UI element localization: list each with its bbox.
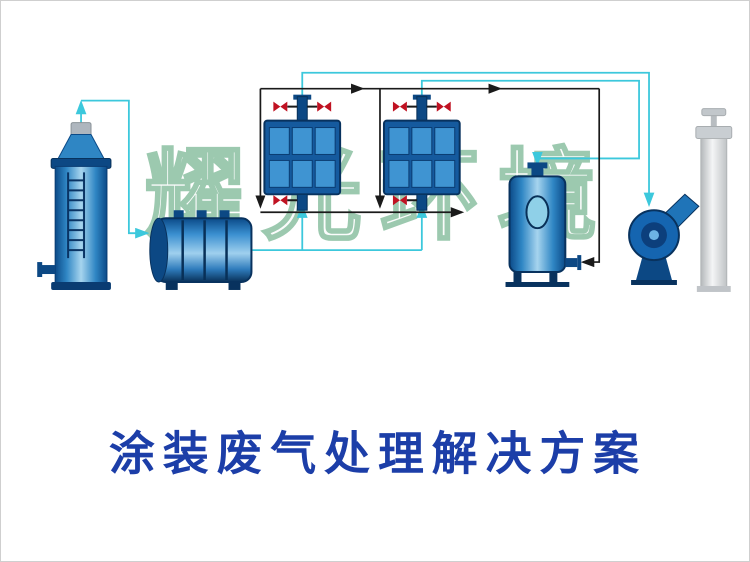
tank-tab [173,210,184,221]
tank-tab [219,210,230,221]
valve-stubs [287,105,318,202]
vtank-nozzle [531,166,544,179]
tank-tab [196,210,207,221]
fan-pedestal [636,258,672,281]
pipe-lines [255,83,601,268]
scrubber-tower-icon [37,122,112,290]
pipe-line [580,88,601,268]
tank-foot [228,281,241,290]
valve-icon [392,101,407,112]
vtank-foot [513,272,522,282]
chimney-body [700,138,728,289]
vertical-tank-icon [505,162,582,287]
page-title: 涂装废气处理解决方案 [109,428,647,479]
chimney-cap [695,126,733,140]
tower-ladder [67,172,86,259]
valves [273,101,332,206]
flow-lines [75,71,655,252]
tank-end-cap [149,217,169,283]
tower-base [51,281,111,290]
chimney-pole [710,114,717,129]
vtank-base [505,281,570,287]
tank-foot [165,281,178,290]
valve-stubs [406,105,437,202]
valve-icon [317,101,332,112]
vtank-side-pipe [565,258,578,268]
box-top-pipe [416,96,428,124]
fan-hub-center [649,230,659,241]
vtank-foot [549,272,558,282]
box-panels [268,127,336,188]
box-bottom-pipe [296,193,308,211]
adsorption-box-icon [382,94,461,211]
valve-icon [436,101,451,112]
tower-flare [56,134,106,161]
flow-line [301,71,655,207]
tank-dividers [181,220,228,281]
chimney-cap-plate [701,108,727,117]
flow-line [420,79,640,167]
valve-icon [273,195,288,206]
centrifugal-fan-icon [628,193,700,285]
box-bottom-pipe [416,193,428,211]
vtank-nozzle-flange [527,162,548,169]
flow-line [81,99,150,239]
valve-icon [392,195,407,206]
box-top-pipe [296,96,308,124]
tower-outlet-pipe [41,265,56,275]
box-panels [388,127,456,188]
chimney-icon [695,108,733,292]
adsorption-box-icon [263,94,342,211]
tower-outlet-flange [37,262,43,278]
horizontal-tank-icon [149,210,253,290]
valve-icon [273,101,288,112]
valves [392,101,451,206]
chimney-base [696,285,731,292]
fan-base [631,280,677,285]
vtank-sight-glass [525,195,550,230]
vtank-side-flange [577,255,582,271]
tower-body [54,165,108,285]
